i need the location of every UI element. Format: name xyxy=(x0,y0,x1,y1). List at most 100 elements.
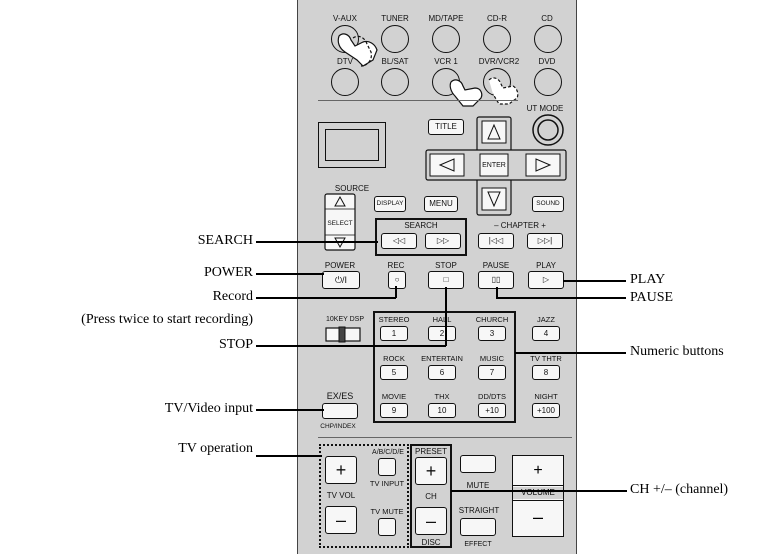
input-button-cd-r[interactable] xyxy=(483,25,511,53)
callout-record: Record xyxy=(212,289,253,304)
chapter-previous-button[interactable]: |◁◁ xyxy=(478,233,514,249)
tv-volume-down-button[interactable]: – xyxy=(325,506,357,534)
input-label-v-aux: V-AUX xyxy=(332,14,357,23)
skip-forward-icon: ▷▷| xyxy=(537,236,553,245)
input-button-tuner[interactable] xyxy=(381,25,409,53)
numeric-label-5: ROCK xyxy=(383,354,405,363)
display-button[interactable]: DISPLAY xyxy=(374,196,406,212)
chapter-label: – CHAPTER + xyxy=(494,221,546,230)
finger-pointer-icon xyxy=(449,77,519,107)
input-label-tuner: TUNER xyxy=(381,14,409,23)
input-button-dvd[interactable] xyxy=(534,68,562,96)
preset-label: PRESET xyxy=(414,447,447,456)
numeric-button-6[interactable]: 6 xyxy=(428,365,456,380)
callout-pause: PAUSE xyxy=(630,290,674,305)
search-rewind-button[interactable]: ◁◁ xyxy=(381,233,417,249)
numeric-button-3[interactable]: 3 xyxy=(478,326,506,341)
chapter-next-button[interactable]: ▷▷| xyxy=(527,233,563,249)
record-leader-line xyxy=(395,286,397,298)
input-label-cbl-sat: BL/SAT xyxy=(381,57,409,66)
numeric-button-8[interactable]: 8 xyxy=(532,365,560,380)
search-group-label: SEARCH xyxy=(404,221,438,230)
ch-leader-line xyxy=(451,490,627,492)
volume-label: VOLUME xyxy=(513,487,563,499)
abcde-button[interactable] xyxy=(378,458,396,476)
chp-index-label: CHP/INDEX xyxy=(320,423,356,430)
volume-up-icon: + xyxy=(533,462,543,479)
search-highlight-box xyxy=(375,218,467,256)
callout-numeric-buttons: Numeric buttons xyxy=(630,344,724,359)
mute-button[interactable] xyxy=(460,455,496,473)
numeric-label-1: STEREO xyxy=(378,315,410,324)
numeric-keypad-box xyxy=(373,311,516,423)
input-mode-button[interactable] xyxy=(531,113,565,147)
exes-button[interactable] xyxy=(322,403,358,419)
numeric-button-2[interactable]: 2 xyxy=(428,326,456,341)
pause-leader-line xyxy=(496,287,498,298)
power-button[interactable]: ⏻/I xyxy=(322,271,360,289)
tv-mute-button[interactable] xyxy=(378,518,396,536)
numeric-button-4[interactable]: 4 xyxy=(532,326,560,341)
rec-button[interactable]: ○ xyxy=(388,271,406,289)
input-button-dtv[interactable] xyxy=(331,68,359,96)
numeric-button-plus10[interactable]: +10 xyxy=(478,403,506,418)
sound-button[interactable]: SOUND xyxy=(532,196,564,212)
play-leader-line xyxy=(563,280,626,282)
record-leader-line xyxy=(256,297,396,299)
rewind-icon: ◁◁ xyxy=(392,236,406,245)
tv-operation-leader-line xyxy=(256,455,322,457)
tenkey-dsp-switch[interactable] xyxy=(325,326,361,344)
play-button[interactable]: ▷ xyxy=(528,271,564,289)
pause-label: PAUSE xyxy=(482,261,510,270)
numeric-label-8: TV THTR xyxy=(530,354,562,363)
input-label-dtv: DTV xyxy=(337,57,353,66)
input-label-dvr-vcr2: DVR/VCR2 xyxy=(478,57,520,66)
tv-mute-label: TV MUTE xyxy=(370,507,404,516)
numeric-label-10: THX xyxy=(434,392,450,401)
search-forward-button[interactable]: ▷▷ xyxy=(425,233,461,249)
callout-tv-video-input: TV/Video input xyxy=(164,401,253,416)
finger-pointer-icon xyxy=(337,33,378,67)
numeric-button-plus100[interactable]: +100 xyxy=(532,403,560,418)
callout-ch-channel: CH +/– (channel) xyxy=(630,482,729,497)
numeric-button-9[interactable]: 9 xyxy=(380,403,408,418)
numeric-button-7[interactable]: 7 xyxy=(478,365,506,380)
input-button-cbl-sat[interactable] xyxy=(381,68,409,96)
enter-label: ENTER xyxy=(482,162,506,169)
search-leader-line xyxy=(256,241,378,243)
tv-vol-label: TV VOL xyxy=(326,491,356,500)
numeric-button-5[interactable]: 5 xyxy=(380,365,408,380)
tv-volume-up-button[interactable]: + xyxy=(325,456,357,484)
numeric-label-2: HALL xyxy=(432,315,452,324)
input-button-md-tape[interactable] xyxy=(432,25,460,53)
pause-leader-line xyxy=(496,297,626,299)
menu-button[interactable]: MENU xyxy=(424,196,458,212)
input-mode-label: UT MODE xyxy=(526,104,564,113)
input-button-cd[interactable] xyxy=(534,25,562,53)
ch-highlight-box xyxy=(410,444,452,548)
straight-button[interactable] xyxy=(460,518,496,536)
rec-label: REC xyxy=(387,261,405,270)
play-icon: ▷ xyxy=(542,275,550,284)
abcde-label: A/B/C/D/E xyxy=(372,449,404,456)
ch-down-button[interactable]: – xyxy=(415,507,447,535)
stop-leader-line xyxy=(445,287,447,346)
effect-label: EFFECT xyxy=(464,541,492,548)
numeric-button-1[interactable]: 1 xyxy=(380,326,408,341)
callout-record-note: (Press twice to start recording) xyxy=(81,312,253,327)
callout-power: POWER xyxy=(204,265,253,280)
power-icon: ⏻/I xyxy=(334,275,348,285)
minus-icon: – xyxy=(335,510,346,530)
play-label: PLAY xyxy=(536,261,556,270)
pause-icon: ▯▯ xyxy=(491,275,501,284)
title-button[interactable]: TITLE xyxy=(428,119,464,135)
numeric-button-10[interactable]: 10 xyxy=(428,403,456,418)
volume-rocker[interactable]: + VOLUME – xyxy=(512,455,564,537)
ch-up-button[interactable]: + xyxy=(415,457,447,485)
source-select-button[interactable] xyxy=(324,193,356,253)
d-pad xyxy=(425,116,567,216)
display-window xyxy=(318,122,386,168)
select-label: SELECT xyxy=(327,220,353,227)
ch-label: CH xyxy=(425,492,437,501)
